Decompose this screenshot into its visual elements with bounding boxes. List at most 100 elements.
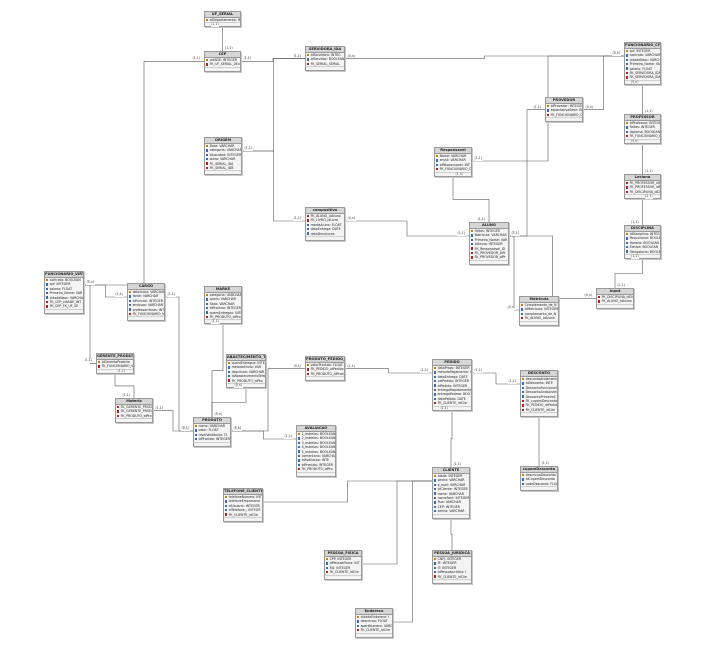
relationship-line [263,480,432,503]
column-icon [626,241,629,244]
table-column: FK_SERIAL_SERIAL [306,62,344,66]
table-prod-ped[interactable]: PRODUTO_PEDIDO_BonvalorProduto: FLOATFK_… [305,356,345,382]
column-label: FK_CLIENTE_idClie [329,570,359,575]
table-column: Data: VARCHAR [205,144,241,148]
column-label: idServidora: INTEG [310,53,341,57]
table-column: Primeiro_Nome: VAR [45,291,83,295]
table-column: dataEntrega: DATE [306,227,344,231]
column-label: FK_CLIENTE_idClie [437,401,467,406]
table-column: apartNumero: VARC [356,624,392,628]
column-label: 4_estrelas: BOOLEAN [301,445,335,450]
column-label: cpf: INTEGER [49,282,71,287]
table-column: FK_SERVIDORA_IDA [625,71,660,75]
column-icon [326,562,329,565]
column-label: Possuinicial: BOOLEAN [629,236,660,241]
table-footer [224,516,262,521]
table-footer [625,253,660,258]
column-icon [434,479,437,482]
table-column: cpf: INTEGER [45,282,83,286]
column-icon [471,238,474,241]
foreign-key-icon [307,368,310,371]
table-title: Leciona [625,175,660,181]
table-column: quantEntregue: INTE [227,361,265,365]
table-title: PEDIDO [433,360,471,366]
cardinality-label: (0,n) [612,51,621,56]
cardinality-label: (1,1) [511,231,520,236]
column-label: Rua: VARCHAR [437,500,461,505]
relationship-line [345,55,624,59]
foreign-key-icon [626,134,629,138]
column-label: FK_SERIAL_SERIAL [310,61,340,66]
table-abast[interactable]: ABASTECIMENTO_TELAquantEntregue: INTEmet… [226,354,266,388]
column-label: salario: FLOAT [629,66,653,71]
column-label: Horario: BOOLEAN [629,240,659,245]
table-column: idDepartamento: INT [205,18,240,22]
relationship-line [509,235,596,299]
table-column: FK_FUNCIONARIO_CI [435,167,471,171]
table-func-virtual[interactable]: FUNCIONARIO_VIRTUALcontrato: BOOLEANcpf:… [44,271,84,314]
cardinality-label: (0,n) [347,216,356,221]
table-column: salario: FLOAT [45,287,83,291]
column-icon [434,483,437,486]
column-icon [626,245,629,249]
column-label: nivelVestibular: FL [198,432,228,437]
table-gerente[interactable]: GERENTE_PRODUTOidGerenteProdutoFK_FUNCIO… [96,353,134,374]
table-column: valPedido: INTEGER [433,379,471,383]
column-icon [206,153,209,156]
column-label: idProduto: INTEGER [301,462,333,467]
table-column: FK_CEP_cidADE_INT [45,300,83,304]
table-column: FK_UF_SERIAL_UEv [205,62,240,66]
table-title: PRODUTO_PEDIDO_Bon [306,357,344,363]
column-icon [522,390,525,394]
table-title: UF_SERIAL [205,12,240,18]
table-footer [97,368,133,373]
column-icon [626,126,629,129]
foreign-key-icon [117,414,120,417]
table-column: dataPedido: DATE [433,397,471,401]
column-icon [195,437,198,441]
table-column: FK_PRODUTO_idPro [116,414,152,418]
cardinality-label: (1,1) [440,405,449,411]
column-label: idResponsavel: INT [439,162,470,167]
cardinality-label: (1,1) [117,368,126,374]
foreign-key-icon [307,372,310,375]
column-icon [206,149,209,152]
table-column: valorProduto: FLOAT [306,363,344,367]
table-footer [306,66,344,70]
table-title: Endereco [356,609,392,615]
table-column: FK_CEP_FK_UF_SE [45,304,83,308]
table-title: cupomDesconto [521,467,557,473]
table-column: FK_FUNCIONARIO_CI [625,134,660,138]
cardinality-label: (1,1) [508,379,517,384]
table-footer [597,303,633,308]
table-column: entregaPadrao: BOO [433,392,471,396]
